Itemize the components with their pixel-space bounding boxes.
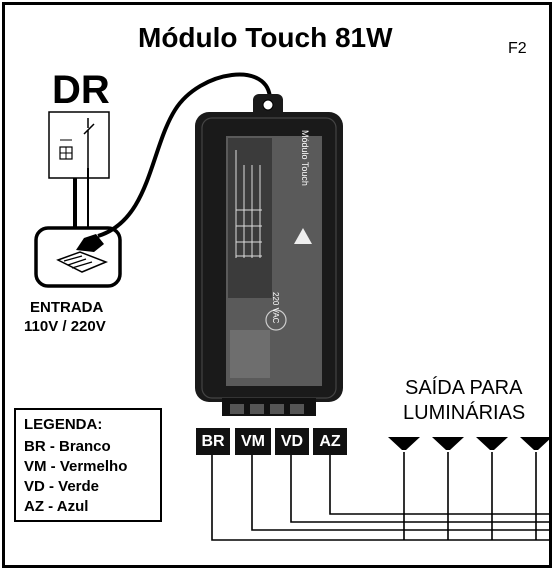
wire-badge-az: AZ (313, 428, 347, 455)
touch-module-device (195, 94, 343, 416)
wall-switch (48, 111, 110, 179)
output-wiring (211, 452, 552, 541)
legend-item: AZ - Azul (24, 498, 89, 515)
device-voltage: 220 VAC (271, 292, 280, 324)
power-outlet (34, 226, 122, 288)
wire-badge-vd: VD (275, 428, 309, 455)
legend-item: VD - Verde (24, 478, 100, 495)
diagram-title: Módulo Touch 81W (138, 22, 393, 53)
diagram-frame (2, 2, 552, 568)
input-voltage: 110V / 220V (24, 318, 106, 335)
device-label: Módulo Touch (300, 130, 310, 186)
wire-badge-vm: VM (235, 428, 271, 455)
wire-badge-br: BR (196, 428, 230, 455)
figure-code: F2 (508, 40, 527, 57)
legend-item: VM - Vermelho (24, 458, 128, 475)
output-label-line1: SAÍDA PARA (405, 377, 523, 399)
switch-label: DR (52, 68, 110, 112)
legend-box: LEGENDA: BR - Branco VM - Vermelho VD - … (14, 408, 162, 522)
output-label-line2: LUMINÁRIAS (403, 402, 526, 424)
legend-item: BR - Branco (24, 438, 111, 455)
legend-heading: LEGENDA: (24, 416, 103, 433)
input-label: ENTRADA (30, 299, 104, 316)
luminaire-fixtures (388, 437, 552, 450)
